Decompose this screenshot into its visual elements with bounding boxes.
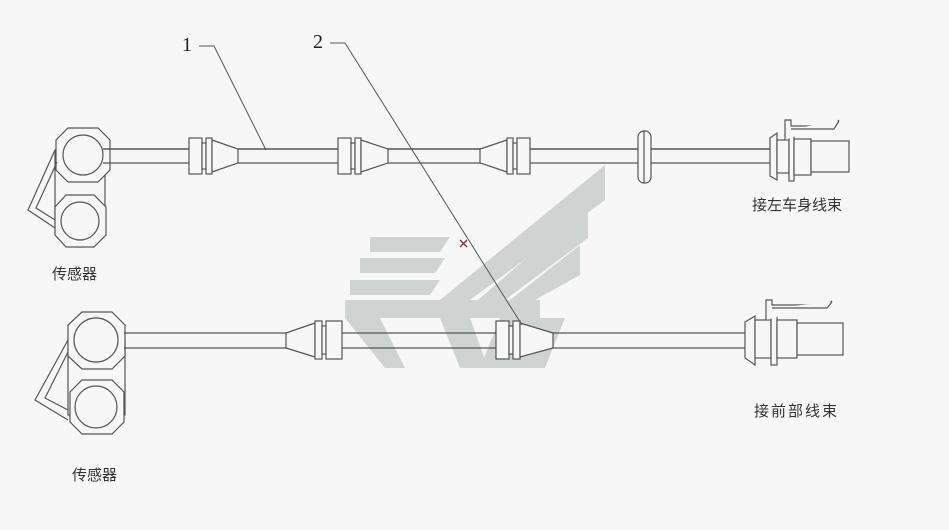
bottom-end-connector [744, 299, 844, 367]
callout-2-number: 2 [313, 31, 323, 53]
bottom-wire [124, 332, 745, 349]
top-connector-label: 接左车身线束 [752, 196, 843, 214]
bottom-sensor [34, 311, 126, 435]
bottom-connector-label: 接前部线束 [754, 402, 840, 420]
top-grommet-2 [337, 137, 389, 175]
callout-1-leader [199, 45, 267, 151]
top-grommet-1 [188, 137, 239, 175]
top-grommet-3 [479, 137, 531, 175]
top-clip [637, 130, 652, 184]
top-sensor [27, 127, 111, 248]
cross-mark [459, 239, 468, 248]
bottom-sensor-label: 传感器 [72, 466, 118, 484]
bottom-grommet-1 [285, 320, 343, 360]
bottom-grommet-2 [495, 320, 554, 360]
callout-1-number: 1 [182, 34, 192, 56]
top-sensor-label: 传感器 [52, 265, 98, 283]
watermark-logo [345, 165, 605, 368]
top-end-connector [769, 119, 850, 182]
callout-2-leader [330, 42, 523, 326]
